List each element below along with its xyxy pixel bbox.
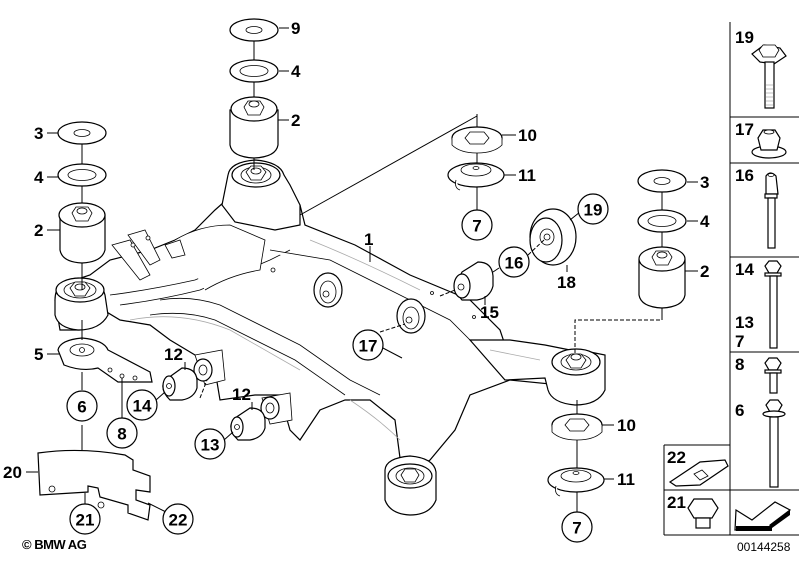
svg-text:19: 19: [735, 28, 754, 47]
callout-19: 19: [569, 193, 609, 225]
callout-2-top: 2: [291, 111, 300, 130]
callout-3-left: 3: [34, 124, 43, 143]
callout-15: 15: [480, 303, 499, 322]
svg-text:13: 13: [735, 313, 754, 332]
callout-8: 8: [106, 417, 138, 449]
callout-14: 14: [126, 389, 166, 421]
upper-stop-stack[interactable]: [299, 114, 505, 216]
svg-text:14: 14: [133, 397, 152, 416]
axle-carrier[interactable]: [54, 159, 606, 516]
side-item-16[interactable]: 16: [735, 166, 779, 249]
callout-3-right: 3: [700, 173, 709, 192]
copyright-text: © BMW AG: [22, 537, 87, 552]
left-rear-mount-stack[interactable]: [229, 18, 279, 170]
lower-stop-stack[interactable]: [547, 400, 605, 512]
svg-text:6: 6: [77, 398, 86, 417]
side-item-19[interactable]: 19: [735, 28, 787, 109]
bushing-18[interactable]: [529, 208, 577, 272]
image-number: 00144258: [737, 540, 791, 554]
callout-18: 18: [557, 273, 576, 292]
plain-callouts: 9 4 2 3 4 2 5 1 10 11 3 4 2 18 15 12 12 …: [3, 19, 710, 489]
callout-11-top: 11: [518, 166, 536, 185]
svg-text:7: 7: [735, 332, 744, 351]
svg-text:7: 7: [472, 217, 481, 236]
side-item-21[interactable]: 21: [667, 493, 719, 529]
callout-2-left: 2: [34, 221, 43, 240]
svg-text:7: 7: [572, 519, 581, 538]
callout-12-b: 12: [232, 385, 251, 404]
callout-7-top: 7: [461, 209, 493, 241]
svg-text:19: 19: [584, 201, 603, 220]
svg-text:17: 17: [359, 337, 378, 356]
svg-text:21: 21: [76, 511, 95, 530]
circled-callouts: 7 19 16 17 6 8 14: [66, 193, 609, 543]
svg-text:14: 14: [735, 260, 754, 279]
heat-shield-20[interactable]: [37, 425, 151, 521]
callout-4-right: 4: [700, 212, 710, 231]
left-front-mount-stack[interactable]: [57, 121, 153, 420]
callout-9: 9: [291, 19, 300, 38]
svg-text:8: 8: [117, 425, 126, 444]
side-item-8[interactable]: 8: [735, 355, 782, 394]
bushing-13[interactable]: [230, 407, 266, 441]
callout-16: 16: [492, 239, 545, 278]
callout-21: 21: [69, 493, 101, 535]
svg-text:16: 16: [735, 166, 754, 185]
callout-22: 22: [147, 502, 194, 535]
callout-5: 5: [34, 345, 43, 364]
svg-text:13: 13: [201, 436, 220, 455]
callout-12-a: 12: [164, 345, 183, 364]
parts-side-panel: 19 17 16 14 13 7: [663, 22, 799, 536]
callout-17: 17: [352, 329, 403, 361]
callout-1: 1: [364, 230, 373, 249]
callout-20: 20: [3, 463, 22, 482]
callout-13: 13: [194, 428, 234, 460]
svg-text:16: 16: [505, 254, 524, 273]
callout-11-bottom: 11: [617, 470, 635, 489]
side-item-6[interactable]: 6: [735, 399, 786, 488]
bushing-15[interactable]: [439, 261, 494, 305]
direction-arrow-icon: [734, 501, 792, 531]
right-front-mount-stack[interactable]: [574, 169, 687, 355]
svg-text:6: 6: [735, 401, 744, 420]
callout-7-bottom: 7: [561, 511, 593, 543]
bushing-14[interactable]: [162, 367, 198, 401]
callout-2-right: 2: [700, 262, 709, 281]
callout-4-top: 4: [291, 62, 301, 81]
svg-text:21: 21: [667, 493, 686, 512]
callout-10-top: 10: [518, 126, 537, 145]
side-item-17[interactable]: 17: [735, 120, 787, 159]
callout-4-left: 4: [34, 168, 44, 187]
side-item-14-13-7[interactable]: 14 13 7: [735, 260, 782, 351]
callout-10-bottom: 10: [617, 416, 636, 435]
svg-text:17: 17: [735, 120, 754, 139]
side-item-22[interactable]: 22: [667, 448, 729, 487]
callout-6: 6: [66, 390, 98, 422]
svg-text:22: 22: [169, 511, 188, 530]
svg-text:22: 22: [667, 448, 686, 467]
svg-text:8: 8: [735, 355, 744, 374]
